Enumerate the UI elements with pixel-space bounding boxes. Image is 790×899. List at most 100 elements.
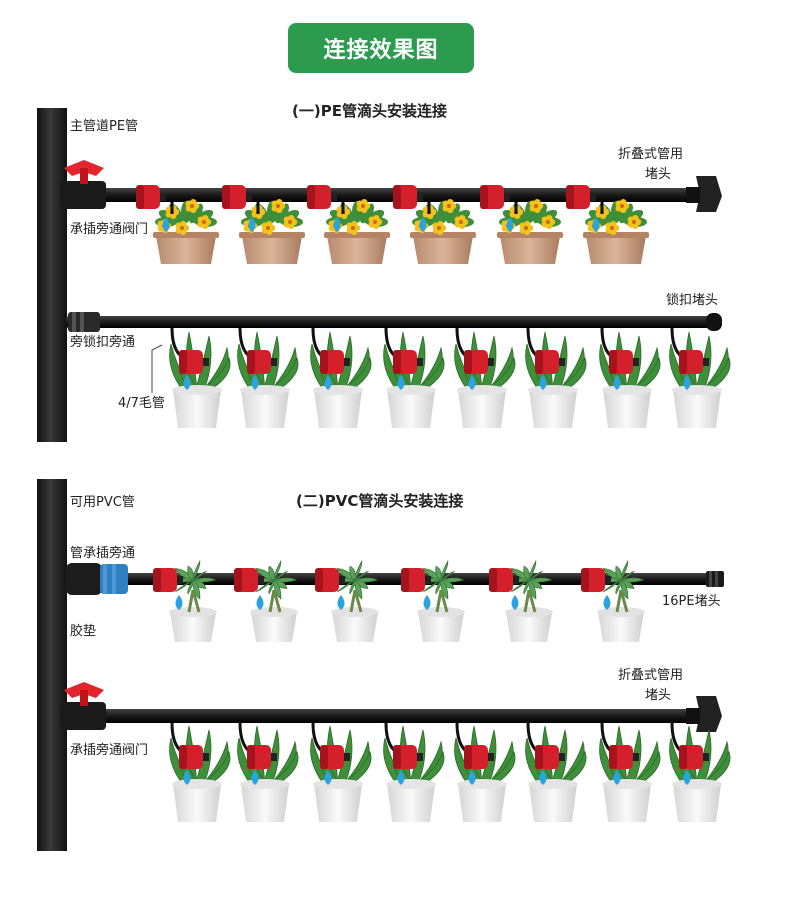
lock-end-cap-icon xyxy=(706,313,722,331)
dripper-icon xyxy=(320,745,350,769)
succulent-pot-icon xyxy=(417,559,465,642)
flower-pot-icon xyxy=(239,198,305,264)
label-bypass-valve: 承插旁通阀门 xyxy=(70,222,149,237)
water-drop-icon xyxy=(468,375,476,390)
dripper-icon xyxy=(464,350,494,374)
dripper-icon xyxy=(222,185,252,209)
label-end-cap-line2: 堵头 xyxy=(645,167,672,182)
water-drop-icon xyxy=(183,375,191,390)
snake-plant-pot-icon xyxy=(599,722,661,822)
water-drop-icon xyxy=(324,375,332,390)
snake-plant-row-1 xyxy=(169,327,731,428)
flower-pot-icon xyxy=(153,198,219,264)
water-drop-icon xyxy=(613,770,621,785)
branch-pipe-4 xyxy=(66,709,716,723)
succulent-pot-icon xyxy=(250,559,298,642)
succulent-pot-icon xyxy=(331,559,379,642)
snake-plant-pot-icon xyxy=(383,722,445,822)
section1-title: (一)PE管滴头安装连接 xyxy=(292,102,447,120)
flower-pot-icon xyxy=(324,198,390,264)
label-main-pipe: 主管道PE管 xyxy=(70,119,139,134)
dripper-icon xyxy=(581,568,611,592)
dripper-icon xyxy=(679,350,709,374)
flower-pot-icon xyxy=(497,198,563,264)
dripper-icon xyxy=(679,745,709,769)
water-drop-icon xyxy=(539,770,547,785)
snake-plant-pot-icon xyxy=(669,722,731,822)
snake-plant-pot-icon xyxy=(454,722,516,822)
water-drop-icon xyxy=(397,375,405,390)
section2-title: (二)PVC管滴头安装连接 xyxy=(296,492,464,510)
water-drop-icon xyxy=(683,770,691,785)
dripper-icon xyxy=(153,568,183,592)
snake-plant-pot-icon xyxy=(383,327,445,428)
label-gasket: 胶垫 xyxy=(70,624,97,639)
snake-plant-pot-icon xyxy=(669,327,731,428)
label-lock-end-cap: 锁扣堵头 xyxy=(666,293,719,308)
water-drop-icon xyxy=(256,595,264,610)
main-pipe-vertical-2 xyxy=(37,479,67,851)
succulent-row xyxy=(153,559,645,642)
dripper-icon xyxy=(480,185,510,209)
snake-plant-row-2 xyxy=(169,722,731,822)
dripper-icon xyxy=(401,568,431,592)
water-drop-icon xyxy=(251,375,259,390)
dripper-icon xyxy=(535,350,565,374)
snake-plant-pot-icon xyxy=(454,327,516,428)
snake-plant-pot-icon xyxy=(525,722,587,822)
leader-line-capillary xyxy=(151,344,163,393)
pvc-socket-connector xyxy=(66,563,128,595)
label-capillary: 4/7毛管 xyxy=(118,396,165,411)
water-drop-icon xyxy=(183,770,191,785)
flower-pot-icon xyxy=(410,198,476,264)
water-drop-icon xyxy=(248,217,256,232)
dripper-icon xyxy=(136,185,166,209)
water-drop-icon xyxy=(397,770,405,785)
label-end-cap-line1: 折叠式管用 xyxy=(618,147,684,162)
branch-pipe-2 xyxy=(66,316,716,328)
water-drop-icon xyxy=(162,217,170,232)
water-drop-icon xyxy=(603,595,611,610)
label-pe16-end-cap: 16PE堵头 xyxy=(662,594,721,609)
dripper-icon xyxy=(307,185,337,209)
water-drop-icon xyxy=(683,375,691,390)
label-pvc-pipe: 可用PVC管 xyxy=(70,495,135,510)
snake-plant-pot-icon xyxy=(525,327,587,428)
label-end-cap-line2-2: 堵头 xyxy=(645,688,672,703)
succulent-pot-icon xyxy=(169,559,217,642)
page-title: 连接效果图 xyxy=(288,23,474,73)
snake-plant-pot-icon xyxy=(169,327,231,428)
dripper-icon xyxy=(234,568,264,592)
snake-plant-pot-icon xyxy=(169,722,231,822)
water-drop-icon xyxy=(506,217,514,232)
dripper-icon xyxy=(489,568,519,592)
end-cap-icon xyxy=(686,176,722,212)
dripper-icon xyxy=(179,745,209,769)
succulent-pot-icon xyxy=(505,559,553,642)
pe16-end-cap-icon xyxy=(706,571,724,587)
water-drop-icon xyxy=(419,217,427,232)
water-drop-icon xyxy=(468,770,476,785)
dripper-icon xyxy=(320,350,350,374)
dripper-icon xyxy=(535,745,565,769)
dripper-icon xyxy=(179,350,209,374)
water-drop-icon xyxy=(251,770,259,785)
dripper-icon xyxy=(609,745,639,769)
water-drop-icon xyxy=(333,217,341,232)
water-drop-icon xyxy=(337,595,345,610)
water-drop-icon xyxy=(423,595,431,610)
snake-plant-pot-icon xyxy=(599,327,661,428)
water-drop-icon xyxy=(511,595,519,610)
water-drop-icon xyxy=(592,217,600,232)
water-drop-icon xyxy=(175,595,183,610)
dripper-icon xyxy=(247,745,277,769)
water-drop-icon xyxy=(324,770,332,785)
dripper-icon xyxy=(393,350,423,374)
water-drop-icon xyxy=(539,375,547,390)
main-pipe-vertical-1 xyxy=(37,108,67,442)
branch-pipe-3 xyxy=(66,573,716,585)
dripper-icon xyxy=(393,185,423,209)
valve-icon xyxy=(60,682,106,730)
dripper-icon xyxy=(464,745,494,769)
